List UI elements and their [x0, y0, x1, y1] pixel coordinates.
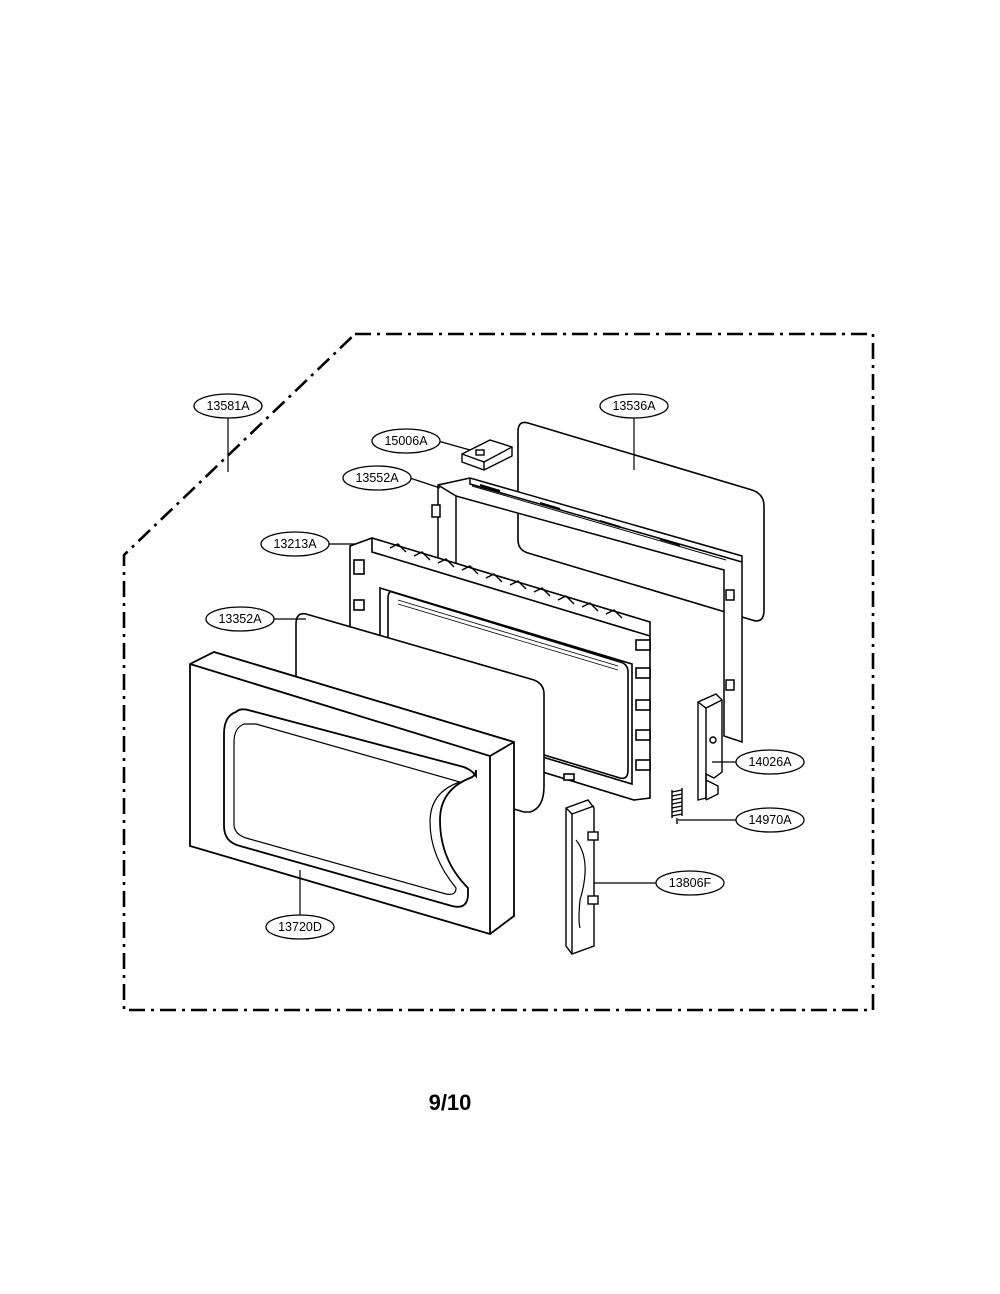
label-13552a: 13552A — [342, 465, 412, 491]
spring-14970a — [671, 788, 683, 824]
svg-text:14970A: 14970A — [748, 813, 792, 827]
svg-text:15006A: 15006A — [384, 434, 428, 448]
label-13806f: 13806F — [655, 870, 725, 896]
svg-text:13536A: 13536A — [612, 399, 656, 413]
panel-13536a — [517, 421, 765, 622]
label-13581a: 13581A — [193, 393, 263, 419]
svg-text:13552A: 13552A — [355, 471, 399, 485]
latch-15006a — [461, 439, 513, 471]
label-13536a: 13536A — [599, 393, 669, 419]
svg-text:13720D: 13720D — [278, 920, 322, 934]
handle-13806f — [565, 799, 599, 955]
leader-lines — [227, 418, 736, 927]
lever-14026a — [697, 693, 723, 801]
svg-text:13581A: 13581A — [206, 399, 250, 413]
svg-text:13352A: 13352A — [218, 612, 262, 626]
label-14970a: 14970A — [735, 807, 805, 833]
label-13213a: 13213A — [260, 531, 330, 557]
label-15006a: 15006A — [371, 428, 441, 454]
svg-text:13806F: 13806F — [669, 876, 712, 890]
frame-13552a — [431, 477, 743, 744]
label-13720d: 13720D — [265, 914, 335, 940]
svg-text:14026A: 14026A — [748, 755, 792, 769]
door-13720d — [189, 651, 515, 935]
assembly-boundary — [122, 332, 875, 1012]
label-14026a: 14026A — [735, 749, 805, 775]
page-number: 9/10 — [428, 1090, 472, 1115]
label-13352a: 13352A — [205, 606, 275, 632]
svg-text:13213A: 13213A — [273, 537, 317, 551]
